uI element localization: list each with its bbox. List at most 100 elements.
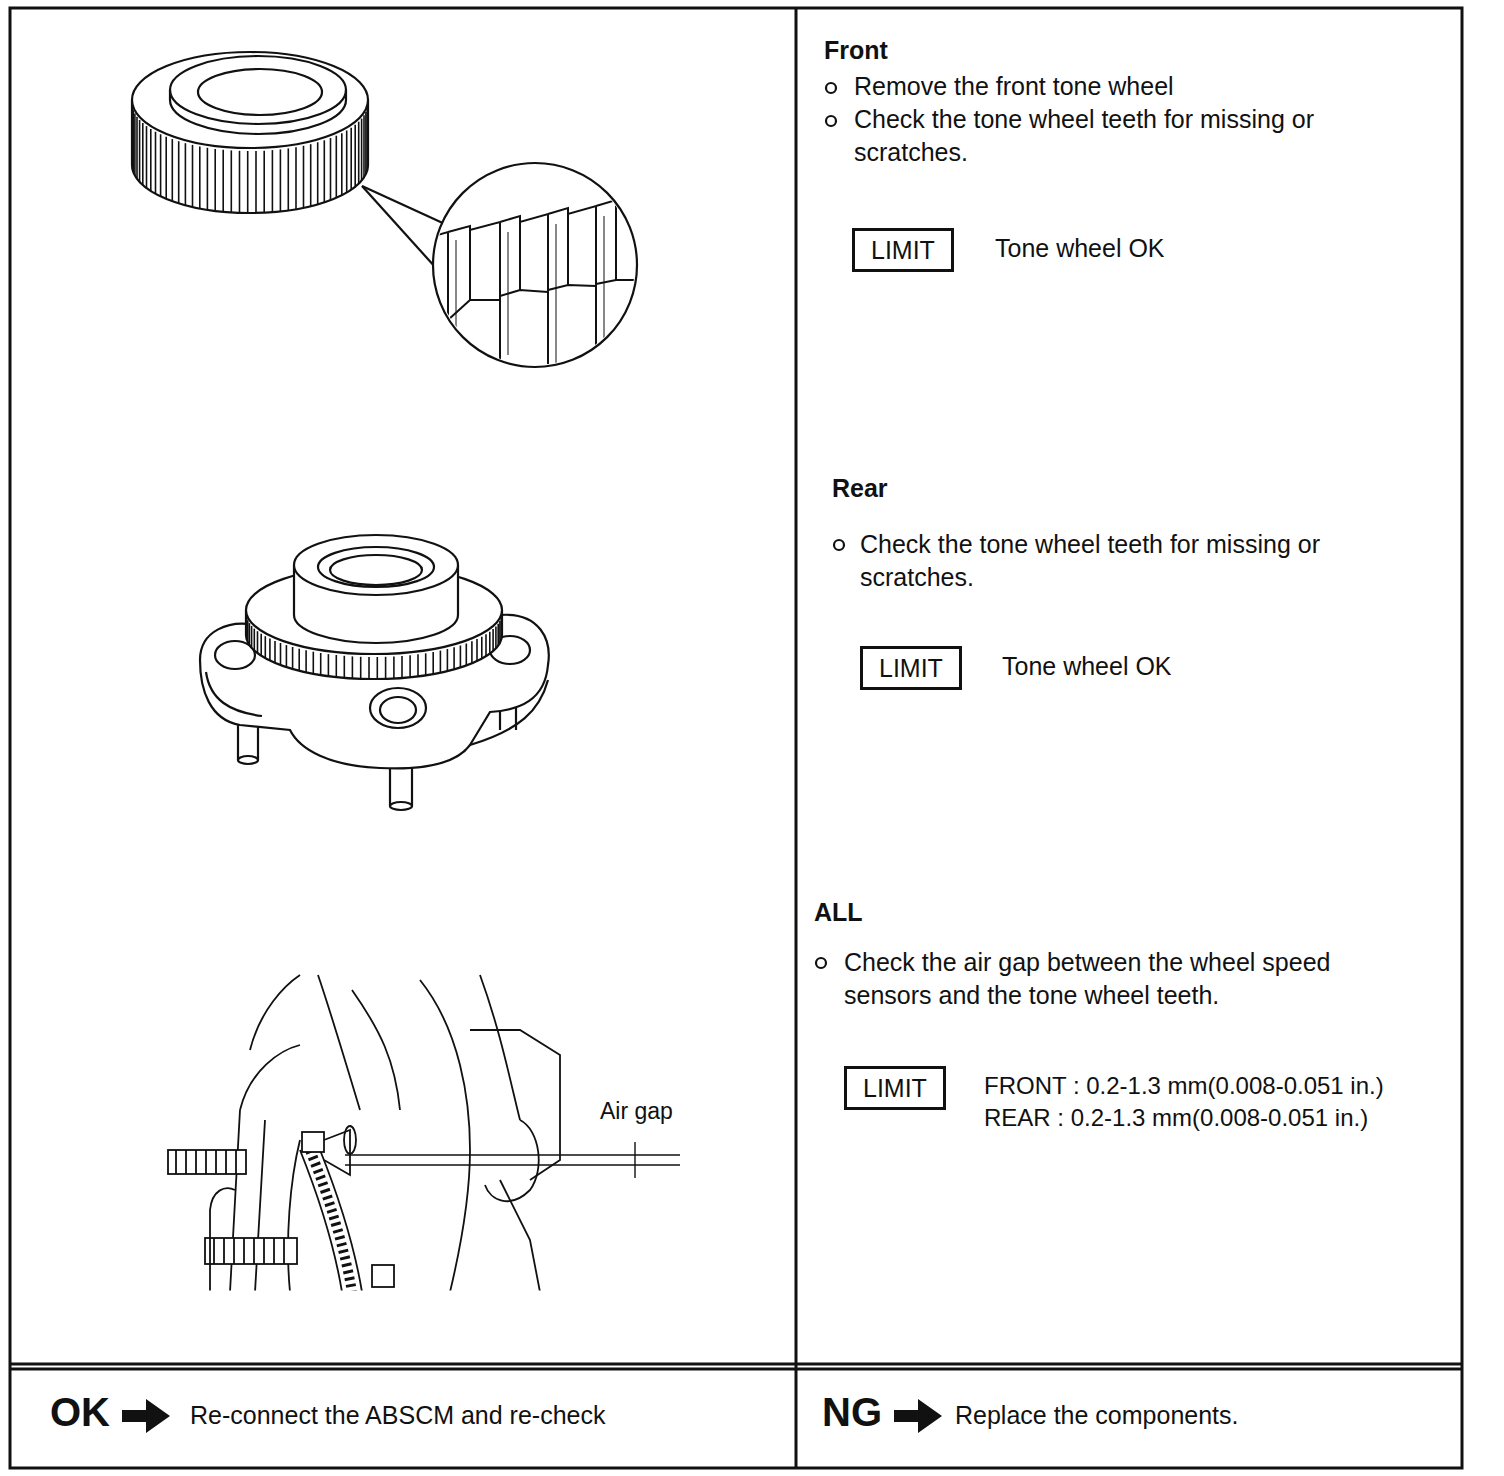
tooth-line: [263, 151, 265, 213]
tooth-line: [485, 634, 487, 656]
tooth-line: [328, 654, 330, 676]
tooth-line: [317, 142, 319, 204]
tooth-line: [489, 632, 491, 654]
result-text: Replace the components.: [955, 1402, 1239, 1430]
tooth-line: [417, 654, 419, 676]
tooth-line: [231, 150, 233, 212]
tooth-line: [360, 657, 362, 679]
tooth-line: [323, 140, 325, 202]
tooth-line: [481, 637, 483, 659]
tooth-line: [298, 649, 300, 671]
result-mark: OK: [50, 1390, 110, 1434]
magnified-teeth: [362, 163, 640, 380]
tooth-line: [245, 615, 247, 637]
step-text: Check the tone wheel teeth for missing o…: [854, 103, 1399, 169]
tooth-line: [247, 151, 249, 213]
limit-label: LIMIT: [879, 652, 943, 685]
tooth-line: [254, 629, 256, 651]
tooth-line: [310, 144, 312, 206]
tooth-line: [385, 657, 387, 679]
tooth-line: [280, 149, 282, 211]
tooth-line: [425, 653, 427, 675]
tooth-line: [409, 655, 411, 677]
tooth-line: [432, 652, 434, 674]
result-arrows: [122, 1399, 942, 1433]
tooth-line: [192, 145, 194, 207]
section-heading: Rear: [832, 472, 888, 505]
tooth-line: [280, 643, 282, 665]
tooth-line: [255, 151, 257, 213]
tooth-line: [465, 644, 467, 666]
tooth-line: [376, 657, 378, 679]
tooth-line: [497, 624, 499, 646]
tooth-line: [260, 634, 262, 656]
tooth-line: [131, 104, 133, 166]
tooth-line: [269, 639, 271, 661]
limit-value: Tone wheel OK: [995, 232, 1165, 265]
tooth-line: [354, 125, 356, 187]
tooth-line: [361, 119, 363, 181]
tooth-line: [495, 626, 497, 648]
tooth-line: [303, 146, 305, 208]
tooth-line: [320, 653, 322, 675]
tooth-line: [492, 629, 494, 651]
section-heading: Front: [824, 34, 888, 67]
limit-box: LIMIT: [844, 1066, 946, 1110]
tooth-line: [214, 149, 216, 211]
tooth-line: [165, 137, 167, 199]
tooth-line: [476, 639, 478, 661]
bullet-marks: [816, 83, 844, 968]
tooth-line: [460, 646, 462, 668]
tooth-line: [292, 647, 294, 669]
result-text: Re-connect the ABSCM and re-check: [190, 1402, 605, 1430]
tooth-line: [160, 134, 162, 196]
tooth-line: [136, 117, 138, 179]
tooth-line: [257, 631, 259, 653]
front-tone-wheel: [132, 52, 368, 213]
tooth-line: [499, 621, 501, 643]
limit-label: LIMIT: [871, 234, 935, 267]
tooth-line: [286, 645, 288, 667]
tooth-line: [178, 141, 180, 203]
tooth-line: [335, 655, 337, 677]
limit-box: LIMIT: [860, 646, 962, 690]
tooth-line: [287, 148, 289, 210]
tooth-line: [447, 649, 449, 671]
tooth-line: [295, 147, 297, 209]
tooth-line: [274, 641, 276, 663]
tooth-line: [134, 114, 136, 176]
tooth-line: [264, 636, 266, 658]
tooth-line: [365, 112, 367, 174]
step-text: Remove the front tone wheel: [854, 70, 1454, 103]
tooth-line: [150, 129, 152, 191]
table-frame: [10, 8, 1462, 1468]
tooth-line: [346, 131, 348, 193]
tooth-line: [251, 626, 253, 648]
tooth-line: [335, 136, 337, 198]
tooth-line: [142, 123, 144, 185]
tooth-line: [222, 150, 224, 212]
tooth-line: [249, 623, 251, 645]
part-label: Air gap: [598, 1096, 675, 1126]
tooth-line: [199, 146, 201, 208]
tooth-line: [185, 143, 187, 205]
step-text: Check the tone wheel teeth for missing o…: [860, 528, 1405, 594]
tooth-line: [440, 651, 442, 673]
tooth-line: [393, 657, 395, 679]
rear-hub: [200, 535, 549, 810]
tooth-line: [471, 641, 473, 663]
result-cell: OK Re-connect the ABSCM and re-check: [12, 1370, 794, 1466]
tooth-line: [350, 128, 352, 190]
limit-label: LIMIT: [863, 1072, 927, 1105]
tooth-line: [155, 132, 157, 194]
tooth-line: [343, 656, 345, 678]
tooth-line: [341, 133, 343, 195]
tooth-line: [239, 151, 241, 213]
limit-box: LIMIT: [852, 228, 954, 272]
tooth-line: [305, 650, 307, 672]
tooth-line: [363, 115, 365, 177]
tooth-line: [139, 120, 141, 182]
tooth-line: [330, 138, 332, 200]
